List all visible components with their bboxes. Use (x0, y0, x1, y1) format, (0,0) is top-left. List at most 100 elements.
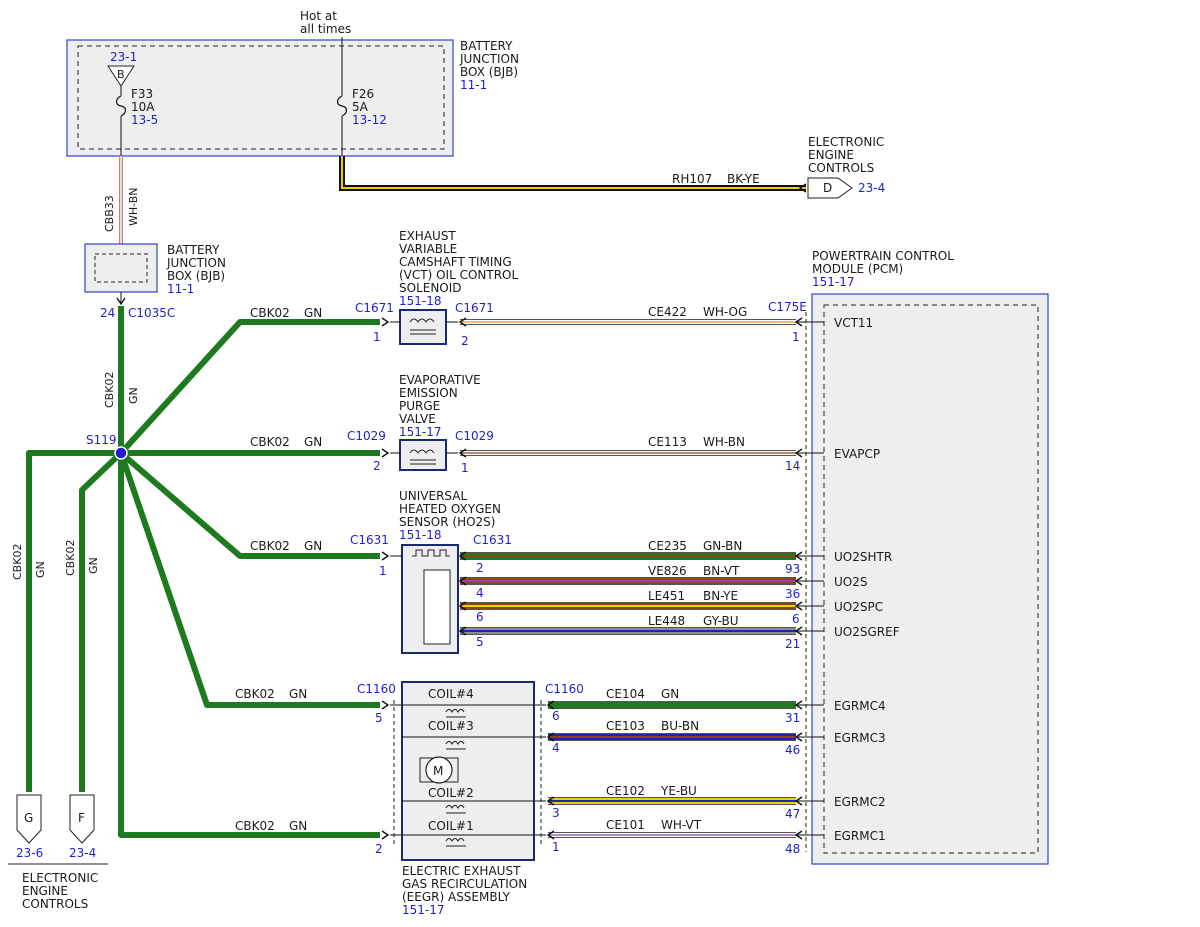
eec-d-connector: D 23-4 ELECTRONIC ENGINE CONTROLS (807, 135, 885, 199)
vct-title-2: VARIABLE (399, 242, 457, 256)
eec-bottom-title-3: CONTROLS (22, 897, 88, 911)
eec-g-connector: G 23-6 (16, 794, 43, 860)
c1035-name: C1035C (128, 306, 175, 320)
pcm-pin: 48 (785, 842, 800, 856)
d-letter: D (823, 181, 832, 195)
cbb33-color: WH-BN (127, 188, 140, 227)
d-pentagon-icon (807, 177, 853, 199)
wire-color: WH-VT (661, 818, 702, 832)
f26-ref: 13-12 (352, 113, 387, 127)
pcm-title-1: POWERTRAIN CONTROL (812, 249, 954, 263)
ho2s-element-icon (423, 569, 451, 645)
left-arrow-icon (458, 448, 467, 458)
vct-c-left: C1671 (355, 301, 394, 315)
trunk-color: GN (127, 387, 140, 404)
gn-to-g (26, 450, 121, 792)
eegr2-gn-color: GN (289, 819, 307, 833)
ho2s-ref: 151-18 (399, 528, 442, 542)
g-ref: 23-6 (16, 846, 43, 860)
evap-box (399, 439, 447, 471)
pcm-pin: 93 (785, 562, 800, 576)
evap-c-right: C1029 (455, 429, 494, 443)
evap-title-2: EMISSION (399, 386, 458, 400)
g-gn-circuit: CBK02 (11, 544, 24, 580)
gn-to-f (79, 450, 124, 792)
eegr-title-1: ELECTRIC EXHAUST (402, 864, 521, 878)
f26-amp: 5A (352, 100, 369, 114)
wire-color: GY-BU (703, 614, 739, 628)
pcm-inner (823, 304, 1039, 854)
wire-rh107: RH107 BK-YE (339, 156, 807, 193)
left-arrow-icon (458, 317, 467, 327)
g-gn-color: GN (34, 561, 47, 578)
wire-color: GN-BN (703, 539, 742, 553)
vct-coil-icon (409, 318, 436, 335)
vct-title-3: CAMSHAFT TIMING (399, 255, 512, 269)
component-pin: 2 (476, 561, 484, 575)
component-pin: 3 (552, 806, 560, 820)
eec-top-title-3: CONTROLS (808, 161, 874, 175)
vct-c-right: C1671 (455, 301, 494, 315)
vct-title-5: SOLENOID (399, 281, 462, 295)
splice-name: S119 (86, 433, 117, 447)
left-arrow-icon (458, 601, 467, 611)
ground-harness-labels: CBK02 GN CBK02 GN CBK02 GN CBK02 GN CBK0… (11, 306, 389, 840)
left-arrow-icon (546, 796, 555, 806)
pcm-pin-name: UO2SGREF (834, 625, 900, 639)
bjb-small-title-3: BOX (BJB) (167, 269, 225, 283)
evap-ref: 151-17 (399, 425, 442, 439)
pcm-pin-name: VCT11 (834, 316, 873, 330)
eegr-gn-circuit: CBK02 (235, 687, 275, 701)
fuse-f26-icon (336, 95, 348, 117)
pcm-ref: 151-17 (812, 275, 855, 289)
eegr-pin-l2: 2 (375, 842, 383, 856)
left-arrow-icon (546, 732, 555, 742)
ground-harness (26, 306, 380, 838)
ho2s-title-3: SENSOR (HO2S) (399, 515, 495, 529)
eegr-c-right: C1160 (545, 682, 584, 696)
eec-f-connector: F 23-4 (69, 794, 96, 860)
gn-to-ho2s (119, 450, 380, 559)
pcm-pin-name: EGRMC3 (834, 731, 886, 745)
evap-title-4: VALVE (399, 412, 436, 426)
eec-top-title-2: ENGINE (808, 148, 854, 162)
bjb-top-ref: 11-1 (460, 78, 487, 92)
bjb-top-title-2: JUNCTION (459, 52, 519, 66)
ho2s-heater-icon (412, 549, 450, 557)
motor-letter: M (433, 764, 443, 778)
eegr-title-3: (EEGR) ASSEMBLY (402, 890, 511, 904)
pcm-pin: 6 (792, 612, 800, 626)
vct-ref: 151-18 (399, 294, 442, 308)
b-letter: B (117, 68, 125, 81)
pcm-c175e: C175E (768, 300, 807, 314)
wire-circuit: VE826 (648, 564, 687, 578)
vct-box (399, 309, 447, 345)
pcm-pin: 1 (792, 330, 800, 344)
bjb-small-title-1: BATTERY (167, 243, 220, 257)
bjb-top-box (66, 39, 454, 157)
wire-circuit: CE102 (606, 784, 645, 798)
f33-amp: 10A (131, 100, 155, 114)
component-pin: 1 (552, 840, 560, 854)
eec-bottom-title-1: ELECTRONIC (22, 871, 98, 885)
evap-gn-color: GN (304, 435, 322, 449)
wire-color: BN-YE (703, 589, 738, 603)
pcm-pin: 14 (785, 459, 800, 473)
vct-solenoid: EXHAUST VARIABLE CAMSHAFT TIMING (VCT) O… (355, 229, 518, 348)
wire-cbb33: CBB33 WH-BN (103, 156, 140, 244)
pcm-pin-name: EGRMC4 (834, 699, 886, 713)
fuse-f33-icon (115, 95, 127, 117)
gn-to-vct (118, 319, 380, 456)
left-arrow-icon (546, 700, 555, 710)
f-gn-circuit: CBK02 (64, 540, 77, 576)
eegr-pin-l1: 5 (375, 711, 383, 725)
vct-pin-right: 2 (461, 334, 469, 348)
